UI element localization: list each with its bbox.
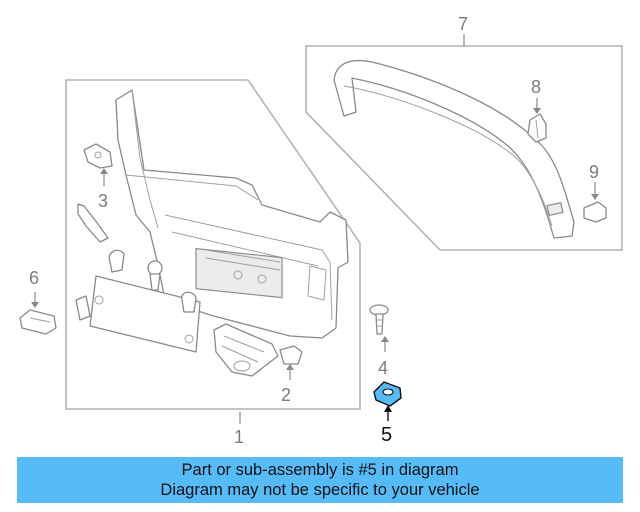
arrow-8 [533,108,541,114]
callout-6: 6 [29,268,39,288]
hook-clips [108,249,197,313]
callout-5: 5 [381,424,392,446]
part-6-clip [19,309,57,335]
trim-strip [77,203,109,243]
part-4-screw [369,304,389,335]
part-7-spoiler [333,59,575,239]
callout-9: 9 [589,162,599,182]
arrow-6 [31,302,39,308]
panel-frame-main [65,79,361,410]
info-banner: Part or sub-assembly is #5 in diagram Di… [17,457,623,503]
plate-bracket [75,275,201,353]
banner-line-1: Part or sub-assembly is #5 in diagram [181,461,459,479]
callout-8: 8 [531,77,541,97]
part-2-clip [279,345,303,365]
arrow-5 [384,405,392,412]
handle-assembly [213,323,279,377]
banner-line-2: Diagram may not be specific to your vehi… [160,481,480,499]
callout-7: 7 [458,14,468,34]
arrow-9 [591,194,599,200]
callout-3: 3 [98,191,108,211]
arrow-4 [381,336,389,342]
part-9-cap [583,201,607,223]
callout-4: 4 [378,358,388,378]
panel-frame-trim [305,45,623,251]
tailgate-trim-panel [115,89,349,339]
callout-1: 1 [234,427,244,447]
part-3-bracket [83,143,113,169]
arrow-3 [100,168,108,174]
part-8-bracket [527,113,547,143]
part-5-nut [373,381,402,407]
callout-2: 2 [281,385,291,405]
arrow-2 [286,364,294,370]
